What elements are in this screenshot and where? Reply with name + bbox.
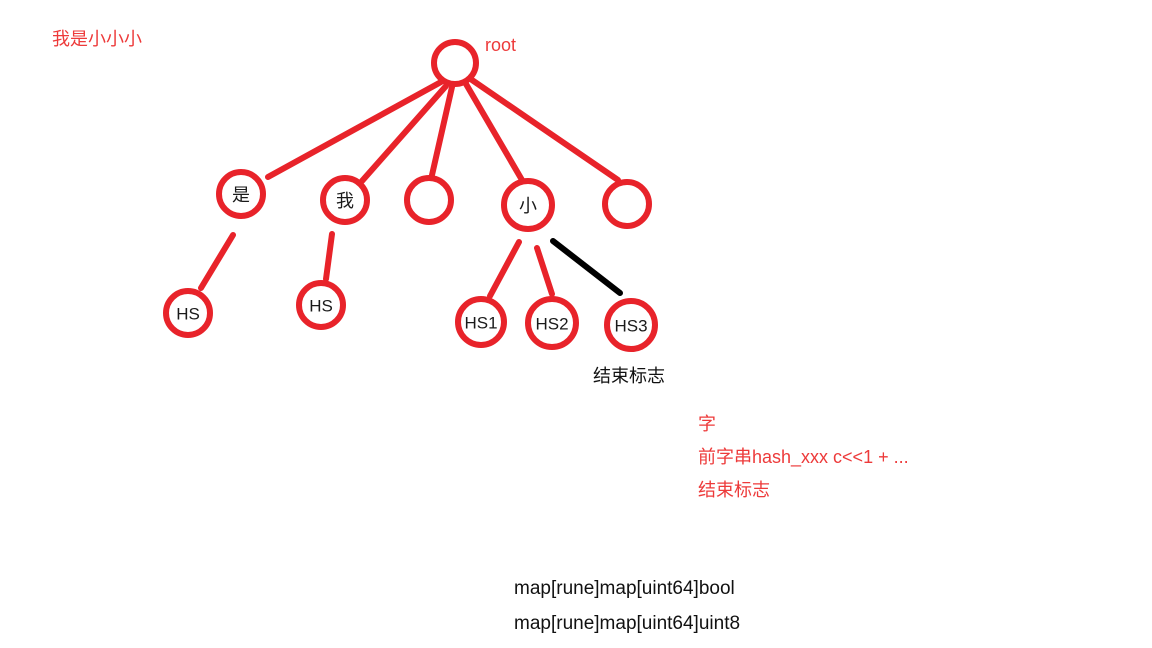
- tree-edge-root-empty2: [469, 77, 621, 183]
- tree-edge-shi-hs_a: [198, 232, 236, 291]
- tree-node-shi[interactable]: 是: [216, 169, 266, 219]
- tree-node-empty1[interactable]: [404, 175, 454, 225]
- node-label-hs_a: HS: [176, 305, 200, 324]
- tree-edge-wo-hs_b: [323, 231, 335, 282]
- node-circle-wo: [320, 175, 370, 225]
- node-label-hs2: HS2: [535, 315, 568, 334]
- node-circle-xiao: [501, 178, 555, 232]
- node-label-xiao: 小: [519, 196, 537, 216]
- node-circle-hs2: [525, 296, 579, 350]
- tree-node-hs1[interactable]: HS1: [455, 296, 507, 348]
- node-circle-root: [431, 39, 479, 87]
- tree-node-hs_a[interactable]: HS: [163, 288, 213, 338]
- code-line-1: map[rune]map[uint64]bool: [514, 578, 735, 599]
- tree-node-hs3[interactable]: HS3: [604, 298, 658, 352]
- edges-layer: [198, 77, 623, 299]
- node-label-hs3: HS3: [614, 317, 647, 336]
- node-label-hs1: HS1: [464, 314, 497, 333]
- node-label-wo: 我: [336, 191, 354, 211]
- end-marker-label: 结束标志: [593, 366, 665, 386]
- code-line-2: map[rune]map[uint64]uint8: [514, 613, 740, 634]
- nodes-layer: 是 我 小 HS HS HS1 HS2 HS3: [163, 39, 658, 352]
- tree-node-hs_b[interactable]: HS: [296, 280, 346, 330]
- node-circle-hs_a: [163, 288, 213, 338]
- red-annotation-line-1: 字: [698, 414, 716, 434]
- tree-node-wo[interactable]: 我: [320, 175, 370, 225]
- tree-edge-xiao-hs1: [487, 239, 522, 299]
- annotation-top-left: 我是小小小: [52, 29, 142, 49]
- tree-edge-root-empty1: [429, 84, 455, 178]
- tree-edge-xiao-hs3: [550, 238, 623, 296]
- tree-edge-root-wo: [359, 83, 449, 184]
- tree-node-root[interactable]: [431, 39, 479, 87]
- tree-edge-xiao-hs2: [534, 245, 555, 297]
- node-label-hs_b: HS: [309, 297, 333, 316]
- red-annotation-line-3: 结束标志: [698, 480, 770, 500]
- tree-edge-root-shi: [265, 79, 444, 180]
- tree-node-empty2[interactable]: [602, 179, 652, 229]
- labels-layer: 我是小小小 root 结束标志: [52, 29, 665, 386]
- tree-node-xiao[interactable]: 小: [501, 178, 555, 232]
- code-snippet-block: map[rune]map[uint64]bool map[rune]map[uin…: [514, 578, 740, 634]
- red-annotation-line-2: 前字串hash_xxx c<<1 + ...: [698, 447, 909, 468]
- node-circle-empty1: [404, 175, 454, 225]
- tree-node-hs2[interactable]: HS2: [525, 296, 579, 350]
- tree-edge-root-xiao: [463, 81, 525, 183]
- node-circle-shi: [216, 169, 266, 219]
- node-label-shi: 是: [232, 185, 250, 205]
- node-circle-empty2: [602, 179, 652, 229]
- node-circle-hs3: [604, 298, 658, 352]
- node-circle-hs_b: [296, 280, 346, 330]
- root-label: root: [485, 35, 516, 55]
- node-circle-hs1: [455, 296, 507, 348]
